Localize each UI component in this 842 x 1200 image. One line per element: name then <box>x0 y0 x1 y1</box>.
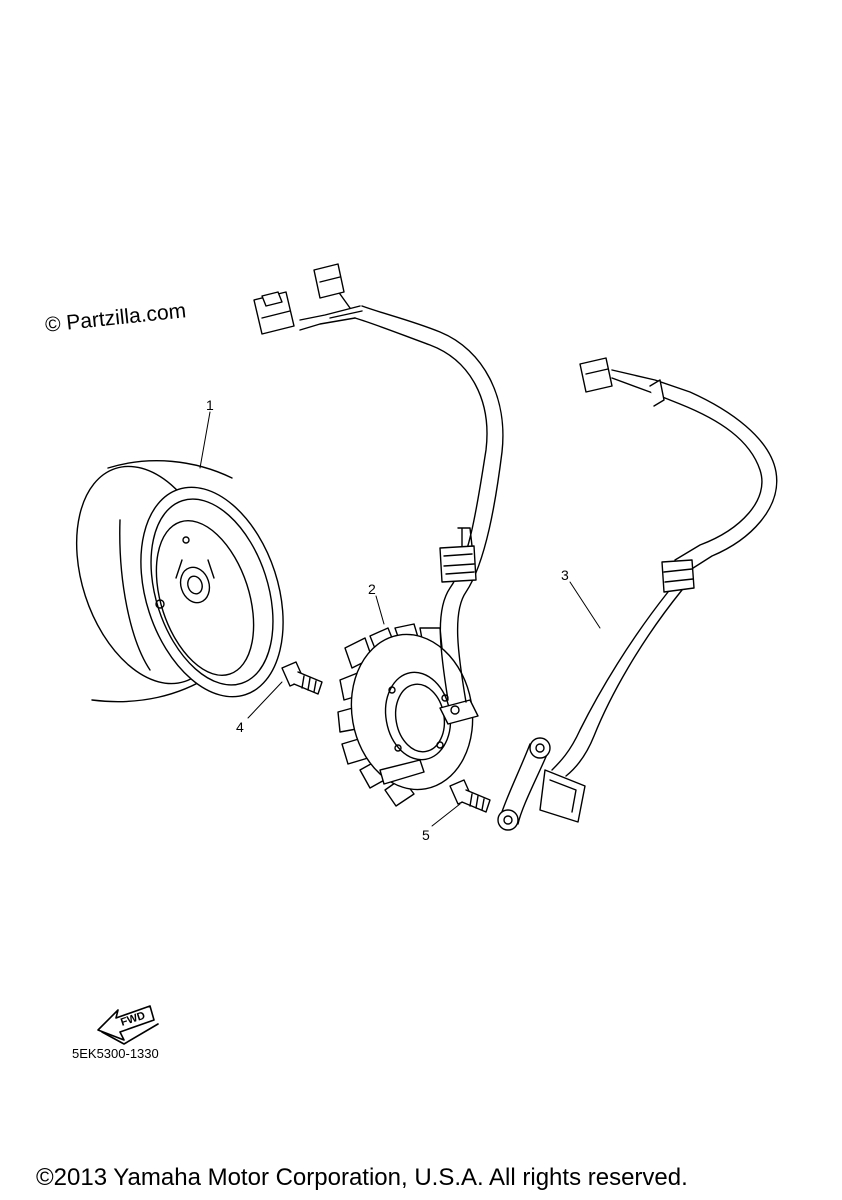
flywheel-rotor <box>75 460 284 703</box>
callout-3: 3 <box>561 567 569 583</box>
pickup-coil <box>497 357 778 831</box>
callout-5: 5 <box>422 827 430 843</box>
leader-lines <box>199 411 601 827</box>
stator-connector-right <box>313 263 345 299</box>
callout-1: 1 <box>206 397 214 413</box>
callout-4: 4 <box>236 719 244 735</box>
stator-coil <box>299 287 504 807</box>
callout-2: 2 <box>368 581 376 597</box>
copyright-notice: ©2013 Yamaha Motor Corporation, U.S.A. A… <box>36 1164 688 1191</box>
bolt-4 <box>281 661 323 695</box>
fwd-arrow-icon <box>97 1005 159 1045</box>
part-code: 5EK5300-1330 <box>72 1046 159 1061</box>
stator-connector-left <box>253 291 295 335</box>
bolt-5 <box>449 779 491 813</box>
